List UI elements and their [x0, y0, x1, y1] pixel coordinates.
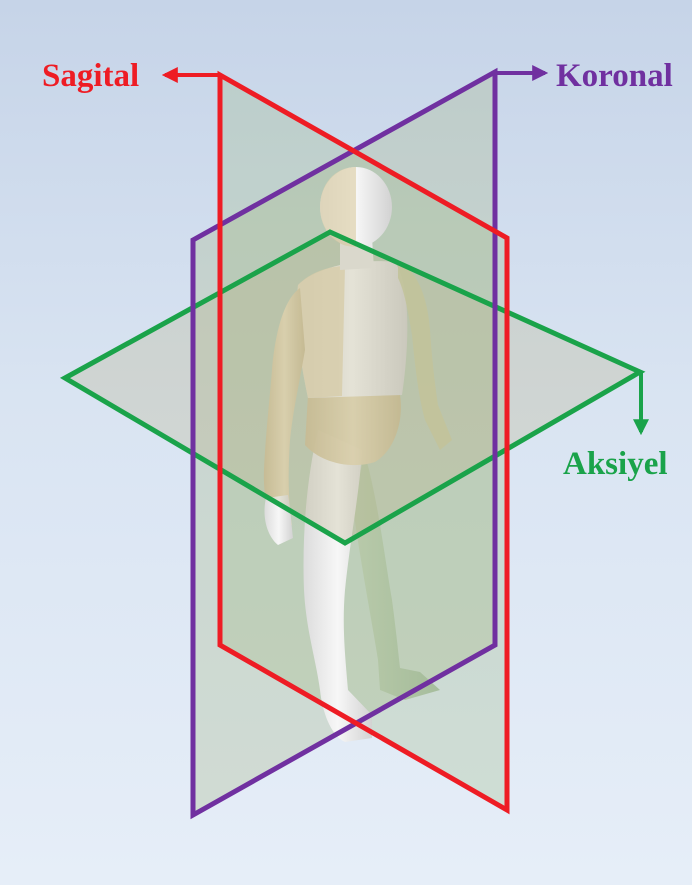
sagittal-label: Sagital: [42, 58, 139, 94]
axial-plane: [65, 232, 640, 543]
coronal-label: Koronal: [556, 58, 673, 94]
axial-label: Aksiyel: [563, 446, 668, 482]
